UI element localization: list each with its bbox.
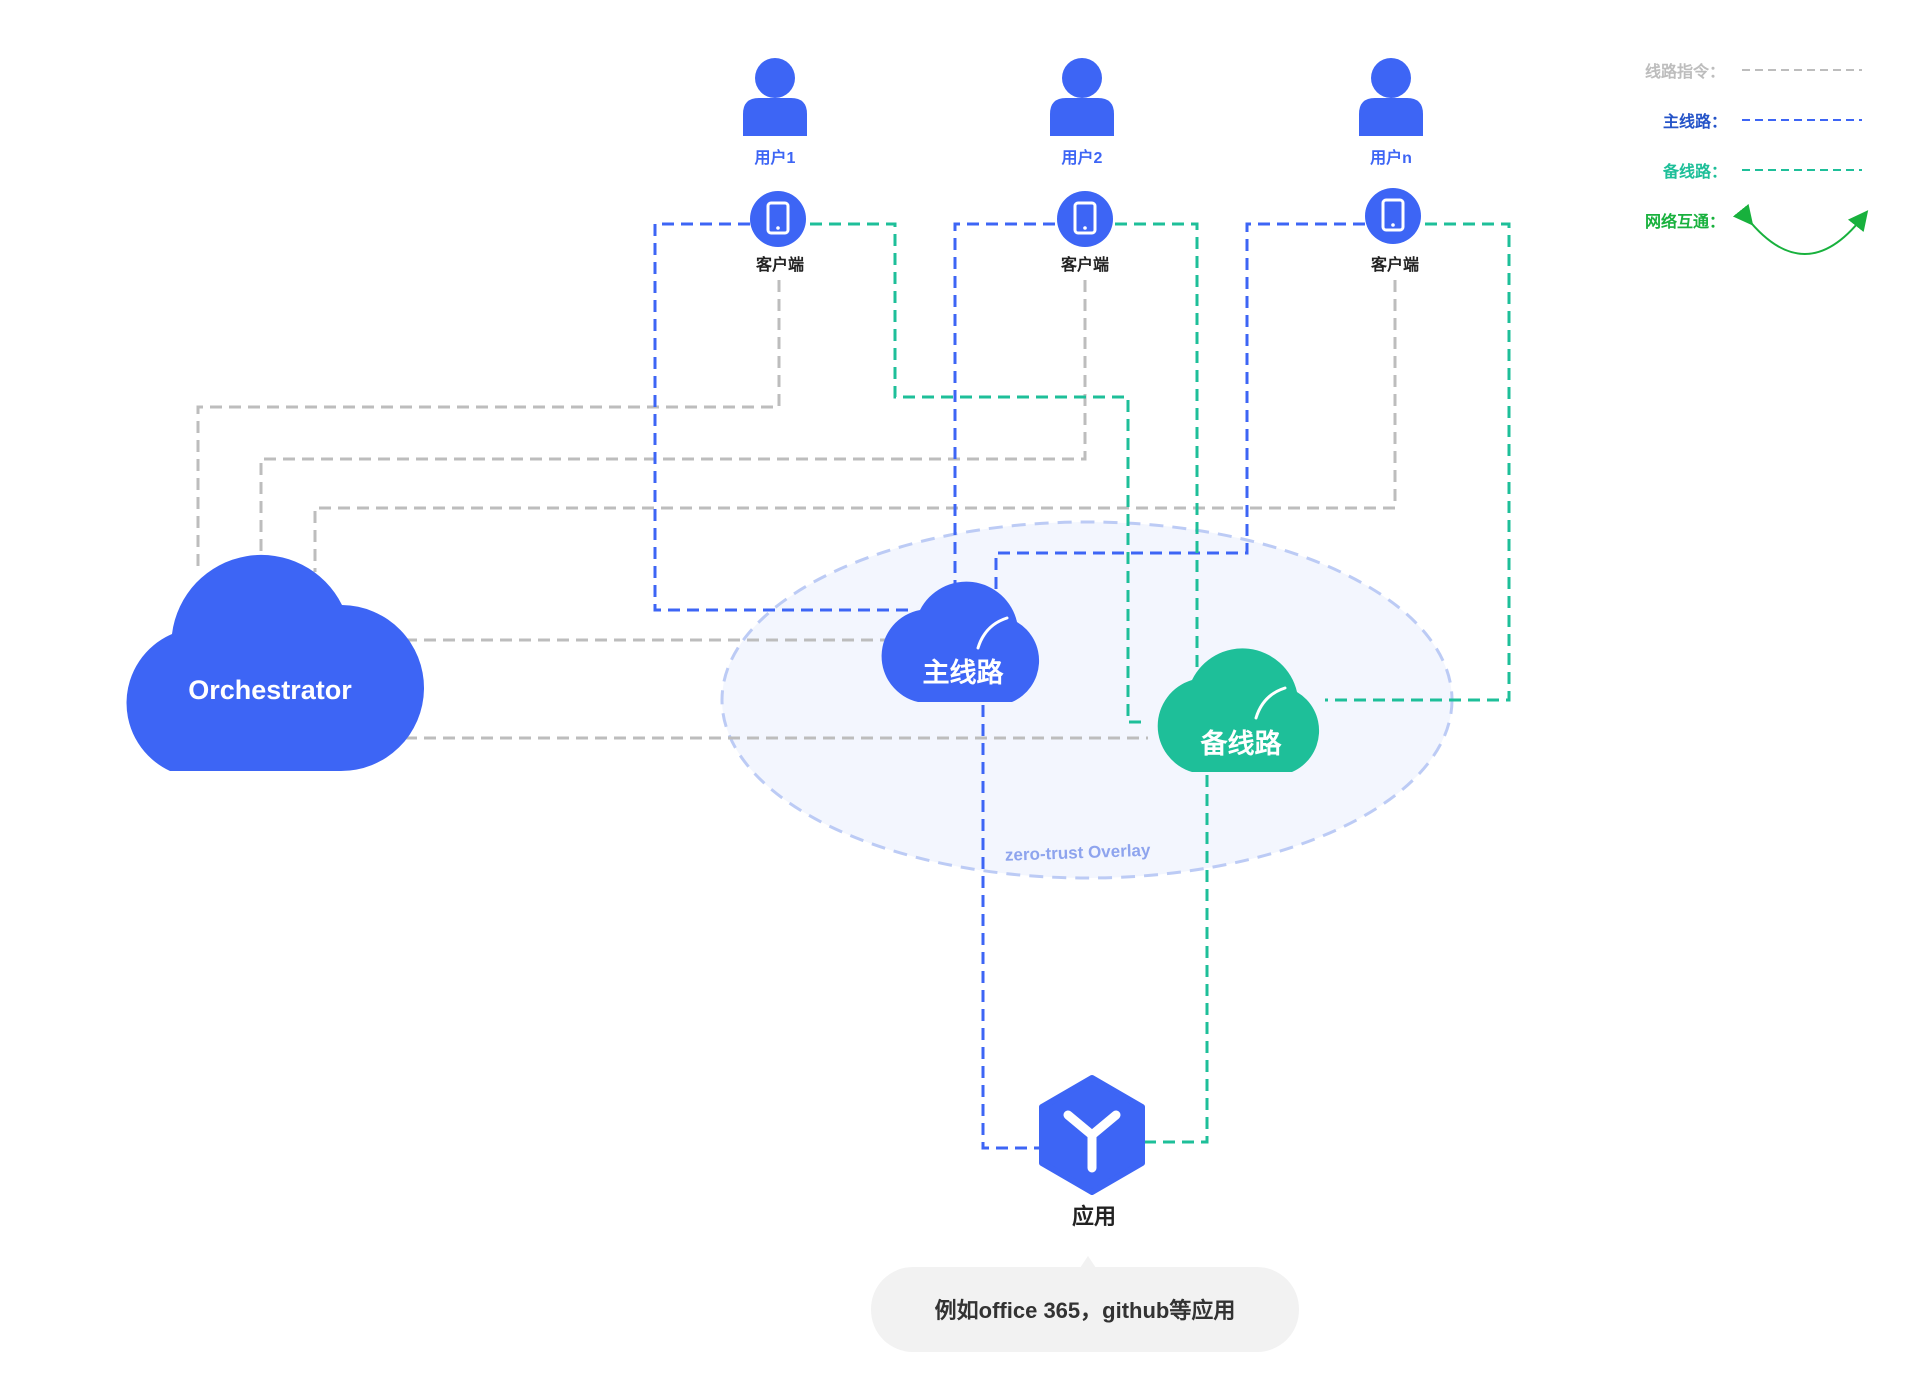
legend-interconnect-arrow: [1732, 203, 1869, 255]
orchestrator-cloud: Orchestrator: [126, 554, 425, 772]
client-label: 客户端: [756, 255, 804, 274]
command-line-user2: [259, 280, 1087, 572]
legend-command-label: 线路指令：: [1645, 62, 1725, 81]
user-icon: [743, 58, 807, 136]
backup-line-to-app: [1145, 775, 1209, 1144]
legend: 线路指令： 主线路： 备线路： 网络互通：: [1645, 62, 1869, 255]
client-device-icon[interactable]: [1365, 188, 1421, 244]
client-device-icon[interactable]: [750, 191, 806, 247]
command-line-usern: [313, 280, 1397, 572]
primary-line-user1: [653, 222, 915, 612]
legend-backup-label: 备线路：: [1662, 162, 1727, 181]
user-icon: [1359, 58, 1423, 136]
command-line-user1: [196, 280, 781, 572]
user-name-label: 用户2: [1062, 148, 1103, 167]
backup-lines: [810, 222, 1511, 1144]
client-label: 客户端: [1061, 255, 1109, 274]
client-label: 客户端: [1371, 255, 1419, 274]
backup-cloud: 备线路: [1157, 648, 1320, 772]
orchestrator-label: Orchestrator: [188, 675, 352, 705]
app-label: 应用: [1072, 1204, 1116, 1229]
legend-interconnect-label: 网络互通：: [1645, 212, 1725, 231]
primary-line-to-app: [981, 705, 1045, 1150]
legend-primary-label: 主线路：: [1663, 112, 1727, 131]
primary-lines: [653, 222, 1365, 1150]
primary-cloud: 主线路: [881, 581, 1040, 702]
primary-cloud-label: 主线路: [923, 657, 1005, 688]
command-lines: [196, 280, 1397, 740]
app-branch-icon: [1063, 1110, 1121, 1173]
user-icon: [1050, 58, 1114, 136]
primary-line-usern: [994, 222, 1365, 592]
app-note-bubble: 例如office 365，github等应用: [871, 1256, 1299, 1352]
backup-line-usern: [1325, 222, 1511, 702]
backup-cloud-label: 备线路: [1200, 728, 1283, 759]
client-device-icon[interactable]: [1057, 191, 1113, 247]
user-group-1: 用户1 客户端: [743, 58, 807, 274]
app-note-text: 例如office 365，github等应用: [935, 1298, 1236, 1323]
user-group-2: 用户2 客户端: [1050, 58, 1114, 274]
backup-line-user1: [810, 222, 1148, 724]
primary-line-user2: [953, 222, 1055, 585]
app-node[interactable]: 应用: [1039, 1075, 1145, 1229]
backup-line-user2: [1115, 222, 1199, 672]
user-name-label: 用户1: [755, 148, 796, 167]
user-name-label: 用户n: [1370, 148, 1412, 167]
user-group-n: 用户n 客户端: [1359, 58, 1423, 274]
